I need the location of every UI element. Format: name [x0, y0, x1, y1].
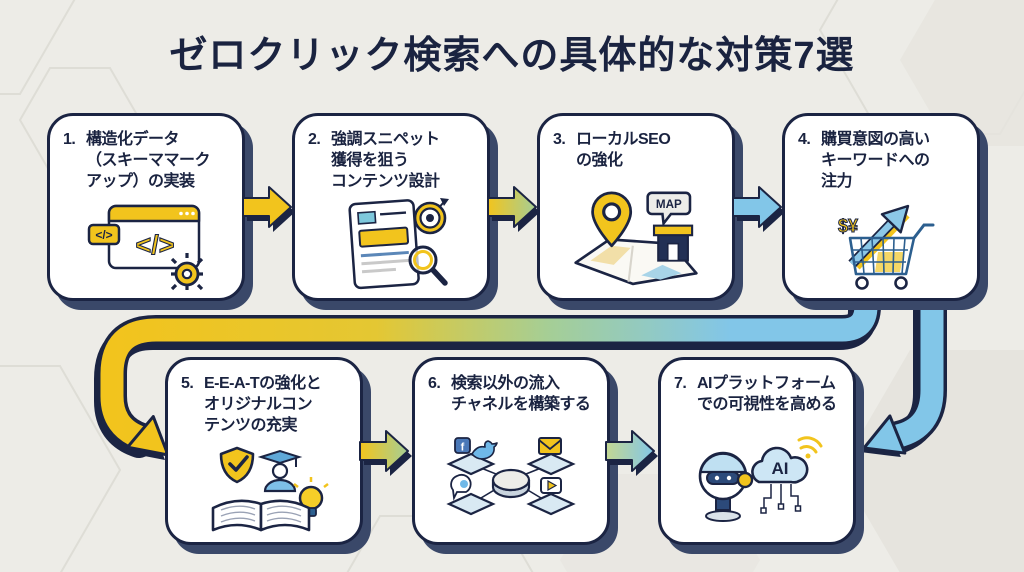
store-icon	[652, 224, 694, 262]
step-6-label: 6. 検索以外の流入 チャネルを構築する	[428, 375, 591, 414]
map-bubble: MAP	[646, 191, 692, 227]
step-2-label: 2. 強調スニペット 獲得を狙う コンテンツ設計	[308, 131, 440, 191]
shield-check-icon	[219, 446, 255, 484]
step-3-number: 3.	[553, 131, 566, 148]
step-7-label: 7. AIプラットフォーム での可視性を高める	[674, 375, 837, 414]
step-5-label: 5. E-E-A-Tの強化と オリジナルコン テンツの充実	[181, 375, 322, 435]
hub-disc	[491, 468, 531, 498]
mail-icon	[538, 436, 562, 455]
local-seo-map-icon: MAP	[540, 171, 732, 298]
ai-cloud-icon: AI	[751, 446, 809, 484]
step-7-number: 7.	[674, 375, 687, 392]
svg-text:f: f	[461, 441, 465, 453]
open-book-icon	[211, 499, 311, 532]
step-card-1: 1. 構造化データ （スキーママーク アップ）の実装 </> </>	[47, 113, 245, 301]
chat-bird-icon	[450, 473, 472, 501]
arrow-step6-to-step7	[605, 430, 658, 476]
arrow-step3-to-step4	[732, 186, 785, 232]
step-3-label: 3. ローカルSEO の強化	[553, 131, 671, 170]
lightbulb-icon	[293, 477, 329, 518]
robot-head-icon	[698, 451, 754, 522]
arrow-step1-to-step2	[242, 186, 295, 232]
step-card-7: 7. AIプラットフォーム での可視性を高める	[658, 357, 856, 545]
traffic-channels-icon: f	[415, 415, 607, 542]
svg-text:MAP: MAP	[656, 198, 682, 211]
facebook-icon: f	[454, 436, 471, 454]
step-6-number: 6.	[428, 375, 441, 392]
step-card-3: 3. ローカルSEO の強化 MAP	[537, 113, 735, 301]
svg-text:</>: </>	[135, 230, 174, 260]
step-1-number: 1.	[63, 131, 76, 148]
ribbon-step4-to-step7	[860, 281, 947, 458]
step-5-number: 5.	[181, 375, 194, 392]
ai-platform-icon: AI	[661, 415, 853, 542]
step-card-5: 5. E-E-A-Tの強化と オリジナルコン テンツの充実	[165, 357, 363, 545]
step-4-label: 4. 購買意図の高い キーワードへの 注力	[798, 131, 930, 191]
location-pin-icon	[591, 191, 633, 247]
snippet-content-icon	[295, 192, 487, 298]
target-icon	[413, 198, 449, 235]
arrow-step5-to-step6	[359, 430, 412, 476]
wifi-icon	[797, 435, 823, 459]
twitter-bird-icon	[471, 439, 498, 460]
svg-text:</>: </>	[95, 228, 112, 242]
step-4-number: 4.	[798, 131, 811, 148]
structured-data-code-icon: </> </>	[50, 192, 242, 298]
svg-text:AI: AI	[772, 459, 789, 478]
infographic-title: ゼロクリック検索への具体的な対策7選	[169, 35, 855, 77]
step-2-number: 2.	[308, 131, 321, 148]
step-card-6: 6. 検索以外の流入 チャネルを構築する	[412, 357, 610, 545]
circuit-lines	[760, 483, 802, 514]
video-play-icon	[540, 476, 562, 494]
eeat-trust-icon	[168, 436, 360, 542]
step-1-label: 1. 構造化データ （スキーママーク アップ）の実装	[63, 131, 211, 191]
shopping-cart-growth-icon: $¥	[785, 192, 977, 298]
step-card-4: 4. 購買意図の高い キーワードへの 注力 $¥	[782, 113, 980, 301]
arrow-step2-to-step3	[487, 186, 540, 232]
step-card-2: 2. 強調スニペット 獲得を狙う コンテンツ設計	[292, 113, 490, 301]
svg-text:$¥: $¥	[838, 216, 858, 236]
